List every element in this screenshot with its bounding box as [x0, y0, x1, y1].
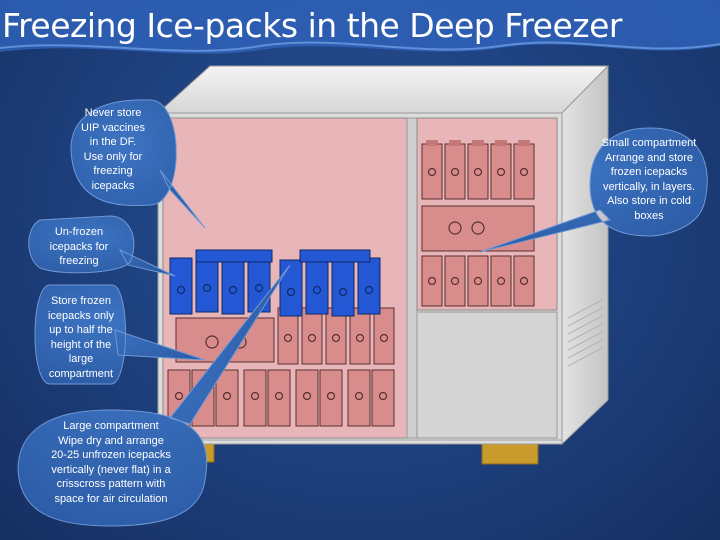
callout-line: crisscross pattern with [56, 478, 166, 490]
callout-line: icepacks for [49, 240, 109, 253]
callout-never-store: Never store UIP vaccines in the DF. Use … [72, 106, 154, 193]
callout-line: boxes [634, 209, 664, 222]
bubble-never-store [70, 99, 206, 229]
callout-line: icepacks only [47, 309, 115, 322]
callout-line: Also store in cold [607, 195, 691, 207]
callout-line: up to half the [49, 324, 113, 336]
callout-line: Arrange and store [604, 151, 694, 164]
callout-bubbles [17, 99, 708, 527]
callout-line: compartment [48, 367, 114, 380]
bubble-unfrozen [28, 215, 176, 277]
title-bar: Freezing Ice-packs in the Deep Freezer [0, 0, 720, 52]
callout-line: freezing [59, 255, 99, 267]
callout-line: Store frozen [51, 295, 111, 307]
callout-line: Never store [84, 107, 142, 119]
bubble-large-compartment [17, 264, 291, 527]
callout-line: UIP vaccines [81, 121, 145, 134]
callout-line: Un-frozen [54, 226, 104, 238]
callout-line: Small compartment [601, 137, 697, 149]
callout-line: icepacks [91, 179, 135, 192]
callout-line: freezing [93, 165, 133, 177]
callout-line: Large compartment [63, 420, 159, 432]
callout-large-compartment: Large compartment Wipe dry and arrange 2… [38, 419, 184, 506]
callout-small-compartment: Small compartment Arrange and store froz… [592, 136, 706, 223]
callout-line: in the DF. [89, 136, 137, 148]
title-banner [0, 0, 720, 54]
cabinet-top [156, 65, 610, 114]
callout-line: Use only for [83, 150, 143, 163]
callout-line: Wipe dry and arrange [58, 434, 164, 447]
cabinet-foot-right [481, 443, 539, 465]
slide-title: Freezing Ice-packs in the Deep Freezer [2, 6, 622, 45]
bubble-store-frozen [34, 284, 206, 385]
bubble-small-compartment [479, 127, 708, 253]
callout-line: vertically, in layers. [602, 180, 696, 193]
callout-store-frozen: Store frozen icepacks only up to half th… [38, 294, 124, 381]
callout-line: frozen icepacks [610, 166, 688, 178]
callout-line: large [68, 353, 94, 365]
callout-line: space for air circulation [54, 492, 168, 505]
callout-line: height of the [50, 338, 112, 351]
callout-line: 20-25 unfrozen icepacks [51, 449, 171, 461]
callout-unfrozen: Un-frozen icepacks for freezing [36, 225, 122, 269]
frozen-icepacks [167, 143, 535, 427]
cabinet-side [561, 64, 609, 446]
callout-line: vertically (never flat) in a [51, 463, 171, 476]
